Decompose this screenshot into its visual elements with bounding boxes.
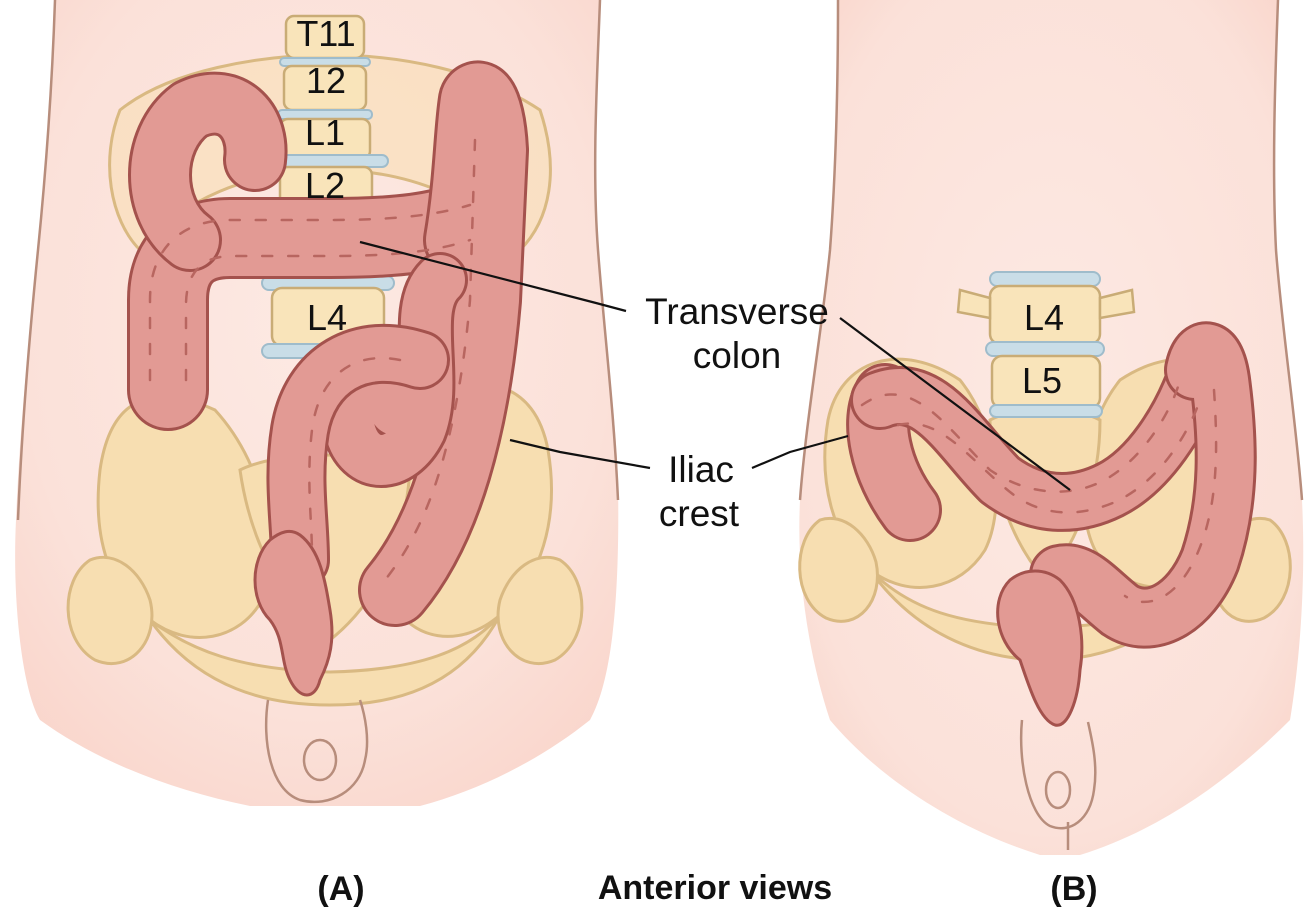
panel-a-label-l2: L2 bbox=[305, 165, 345, 206]
panel-b-label-l5: L5 bbox=[1022, 360, 1062, 401]
transverse-colon-label-line2: colon bbox=[693, 335, 781, 376]
panel-a-label-l4: L4 bbox=[307, 297, 347, 338]
panel-a-label-l1: L1 bbox=[305, 112, 345, 153]
iliac-crest-label-line1: Iliac bbox=[668, 449, 734, 490]
iliac-crest-label-line2: crest bbox=[659, 493, 740, 534]
panel-b-disc bbox=[990, 405, 1102, 417]
panel-a-label-t11: T11 bbox=[296, 13, 355, 54]
panel-a-caption: (A) bbox=[317, 870, 364, 908]
panel-b-label-l4: L4 bbox=[1024, 297, 1064, 338]
panel-b-caption: (B) bbox=[1050, 870, 1097, 908]
panel-b-disc bbox=[990, 272, 1100, 286]
transverse-colon-label-line1: Transverse bbox=[645, 291, 829, 332]
figure-caption: Anterior views bbox=[598, 869, 832, 907]
panel-a-illustration: T11 12 L1 L2 L4 bbox=[15, 0, 618, 806]
panel-b-illustration: L4 L5 bbox=[799, 0, 1303, 855]
panel-a-label-12: 12 bbox=[306, 60, 346, 101]
panel-b-disc bbox=[986, 342, 1104, 356]
